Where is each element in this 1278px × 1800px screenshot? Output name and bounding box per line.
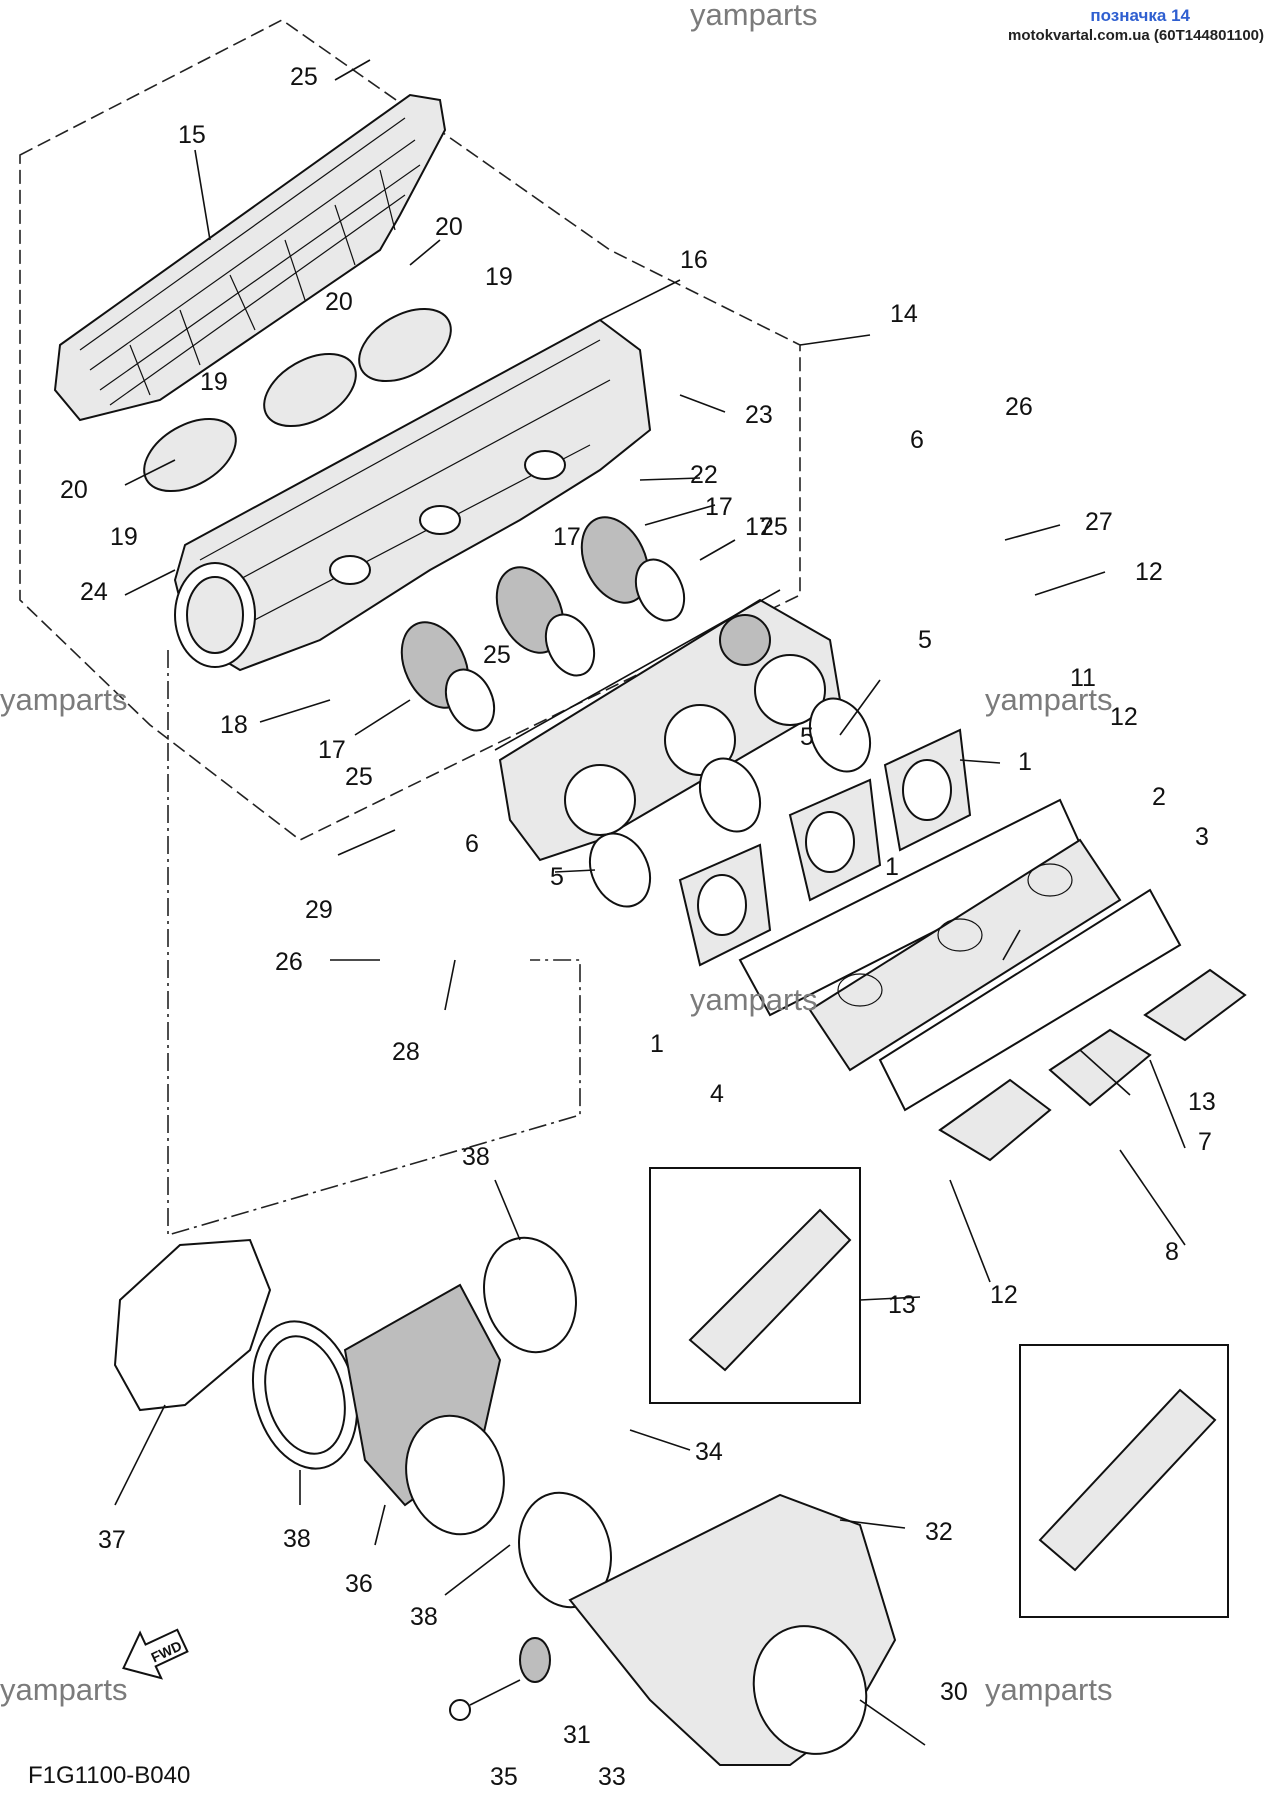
callout-14: 14 [890,300,918,328]
callout-9: 12 [1135,558,1163,586]
callout-26b: 26 [275,948,303,976]
leader-lines [114,59,1186,1746]
callout-28: 28 [392,1038,420,1066]
callout-5a: 5 [918,626,932,654]
callout-1a: 1 [1018,748,1032,776]
callout-38b: 38 [283,1525,311,1553]
intake-joints [400,516,686,732]
callout-23: 24 [80,578,108,606]
callout-31: 31 [563,1721,591,1749]
callout-22: 23 [745,401,773,429]
watermarks: yamparts yamparts yamparts yamparts yamp… [0,0,1112,1707]
callout-24: 25 [290,63,318,91]
callout-6a: 6 [910,426,924,454]
gaskets-and-reed-block [738,798,1182,1112]
callout-16: 16 [680,246,708,274]
callout-38c: 38 [410,1603,438,1631]
assembly-14-boundary [19,19,801,841]
diagram-code: F1G1100-B040 [28,1762,190,1789]
air-filter-cover [113,1238,272,1412]
callout-36: 36 [345,1570,373,1598]
callout-19b: 19 [200,368,228,396]
callout-7: 11 [1070,664,1096,692]
header-subtitle: motokvartal.com.ua (60T144801100) [1008,27,1264,44]
callout-34: 34 [695,1438,723,1466]
callout-12c: 12 [990,1281,1018,1309]
callout-17a: 17 [705,493,733,521]
callout-19a: 19 [485,263,513,291]
airbox-cover [53,93,447,422]
callout-20c: 20 [60,476,88,504]
callout-3: 3 [1195,823,1209,851]
intake-manifolds [678,728,972,967]
callout-26a: 26 [1005,393,1033,421]
callout-2: 2 [1152,783,1166,811]
intake-silencer-assembly [113,1236,897,1766]
callout-20b: 20 [325,288,353,316]
callout-10: 7 [1198,1128,1212,1156]
callout-33: 33 [598,1763,626,1791]
callout-37: 37 [98,1526,126,1554]
callout-21: 22 [690,461,718,489]
watermark-right: yamparts [985,682,1112,717]
callout-35: 35 [490,1763,518,1791]
callout-18: 18 [220,711,248,739]
watermark-bottom-right: yamparts [985,1672,1112,1707]
callout-32: 32 [925,1518,953,1546]
callout-30: 30 [940,1678,968,1706]
callout-5c: 5 [550,863,564,891]
watermark-center: yamparts [690,982,817,1017]
callout-25c: 25 [483,641,511,669]
watermark-top: yamparts [690,0,817,32]
callout-29: 29 [305,896,333,924]
callout-17d: 17 [318,736,346,764]
callout-17b: 17 [745,513,773,541]
header-title: позначка 14 [1090,6,1190,25]
callout-1b: 1 [885,853,899,881]
callout-17c: 17 [553,523,581,551]
throttle-body-assembly [494,589,842,862]
callout-27: 27 [1085,508,1113,536]
leader-intake-silencer [167,650,581,1237]
callout-12b: 13 [1188,1088,1216,1116]
callout-4: 4 [710,1080,724,1108]
callout-6b: 6 [465,830,479,858]
callout-38a: 38 [462,1143,490,1171]
callout-8: 12 [1110,703,1138,731]
callout-15: 15 [178,121,206,149]
callout-19c: 19 [110,523,138,551]
callout-13: 13 [888,1291,916,1319]
callout-labels: 25 15 20 16 19 20 14 19 26 23 6 20 22 17… [60,63,1216,1791]
callout-11: 8 [1165,1238,1179,1266]
callout-20a: 20 [435,213,463,241]
watermark-bottom-left: yamparts [0,1672,127,1707]
callout-25d: 25 [345,763,373,791]
callout-5b: 5 [800,723,814,751]
callout-25b: 25 [760,513,788,541]
watermark-left: yamparts [0,682,127,717]
filter-elements [143,307,452,493]
callout-1c: 1 [650,1030,664,1058]
airbox-body [173,318,652,672]
